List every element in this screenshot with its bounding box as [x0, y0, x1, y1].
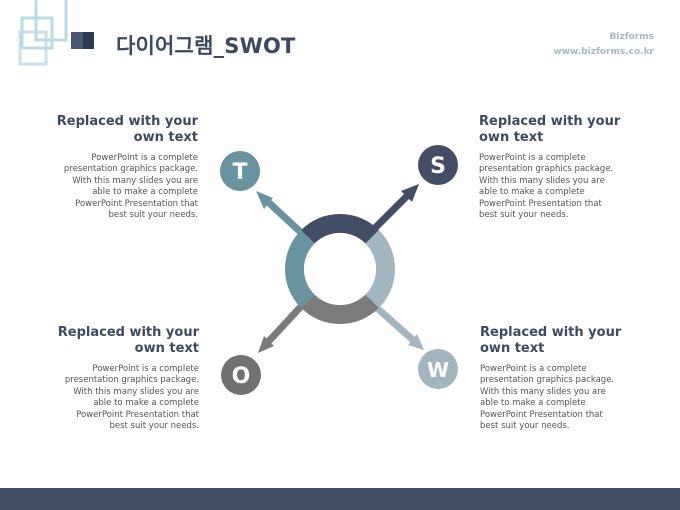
brand-name: Bizforms — [609, 32, 654, 42]
text-box-bottom-right: Replaced with your own text PowerPoint i… — [480, 325, 650, 432]
text-box-heading: Replaced with your own text — [56, 114, 198, 145]
logo-squares-icon — [18, 0, 94, 66]
text-box-bottom-left: Replaced with your own text PowerPoint i… — [41, 325, 199, 432]
text-box-top-right: Replaced with your own text PowerPoint i… — [479, 114, 649, 221]
page-title: 다이어그램_SWOT — [116, 34, 296, 58]
swot-s-letter: S — [430, 154, 446, 179]
ring-segment-t — [284, 230, 315, 308]
ring-segment-s — [301, 213, 379, 244]
swot-o-letter: O — [232, 364, 251, 389]
brand-url: www.bizforms.co.kr — [553, 47, 654, 57]
swot-w-letter: W — [427, 358, 449, 382]
text-box-heading: Replaced with your own text — [479, 114, 621, 145]
swot-s-badge: S — [418, 145, 458, 185]
swot-w-badge: W — [418, 349, 458, 389]
brand-info: Bizforms www.bizforms.co.kr — [553, 30, 654, 60]
text-box-top-left: Replaced with your own text PowerPoint i… — [40, 114, 198, 221]
arrow-t — [256, 191, 310, 241]
arrow-o — [258, 297, 310, 353]
ring-segment-o — [301, 294, 379, 325]
text-box-body: PowerPoint is a complete presentation gr… — [479, 153, 614, 221]
swot-o-badge: O — [221, 355, 261, 395]
text-box-body: PowerPoint is a complete presentation gr… — [63, 153, 198, 221]
swot-t-letter: T — [232, 160, 247, 185]
text-box-heading: Replaced with your own text — [480, 325, 622, 356]
text-box-body: PowerPoint is a complete presentation gr… — [64, 364, 199, 432]
footer-bar — [0, 488, 680, 510]
ring-segment-w — [365, 230, 396, 308]
text-box-heading: Replaced with your own text — [57, 325, 199, 356]
swot-t-badge: T — [220, 151, 260, 191]
text-box-body: PowerPoint is a complete presentation gr… — [480, 364, 615, 432]
